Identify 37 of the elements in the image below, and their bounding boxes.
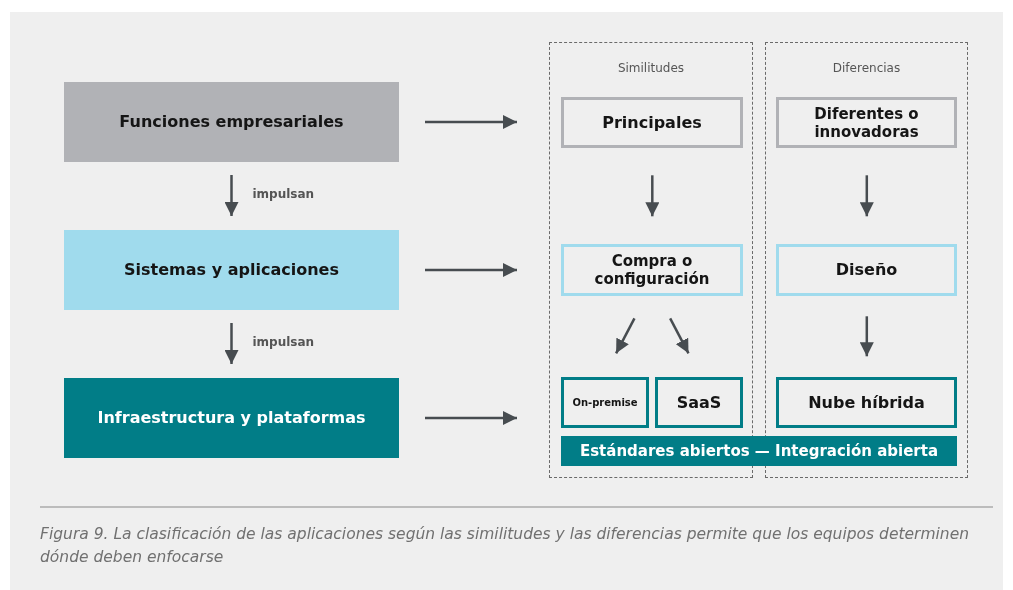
box-label: Diferentes o innovadoras [813, 104, 920, 141]
arrow [425, 263, 517, 277]
process-box [776, 377, 957, 428]
arrow [859, 175, 874, 217]
box-label: Nube híbrida [807, 392, 926, 413]
process-box [776, 97, 957, 148]
box-label: Principales [601, 112, 703, 133]
box-label: Sistemas y aplicaciones [123, 260, 340, 280]
box-label: Funciones empresariales [118, 112, 345, 132]
process-box [561, 244, 743, 296]
process-box [561, 97, 743, 148]
process-box [64, 230, 399, 310]
process-box [776, 244, 957, 296]
arrow [669, 317, 690, 354]
process-box [655, 377, 743, 428]
group-heading: Similitudes [616, 61, 686, 76]
edge-label: impulsan [252, 335, 315, 349]
box-label: Compra o configuración [593, 252, 711, 288]
process-box [64, 82, 399, 162]
box-label: Diseño [834, 260, 899, 280]
arrow [645, 175, 660, 217]
group-heading: Diferencias [831, 61, 902, 76]
arrow [615, 317, 636, 354]
box-label: Infraestructura y plataformas [96, 408, 367, 428]
edge-label: impulsan [252, 187, 315, 201]
process-box [561, 436, 957, 466]
arrow [224, 175, 239, 216]
process-box [64, 378, 399, 458]
figure-caption: Figura 9. La clasificación de las aplicaciones según las similitudes y las diferencias permite que los equipos determinen dónde deben enfocarse [40, 524, 971, 569]
box-label: Estándares abiertos — Integración abierta [578, 442, 940, 460]
box-label: On-premise [571, 396, 639, 409]
arrow [425, 115, 517, 129]
arrow [859, 316, 874, 357]
process-box [561, 377, 649, 428]
box-label: SaaS [675, 392, 723, 413]
arrow [425, 411, 517, 425]
arrow [224, 323, 239, 364]
